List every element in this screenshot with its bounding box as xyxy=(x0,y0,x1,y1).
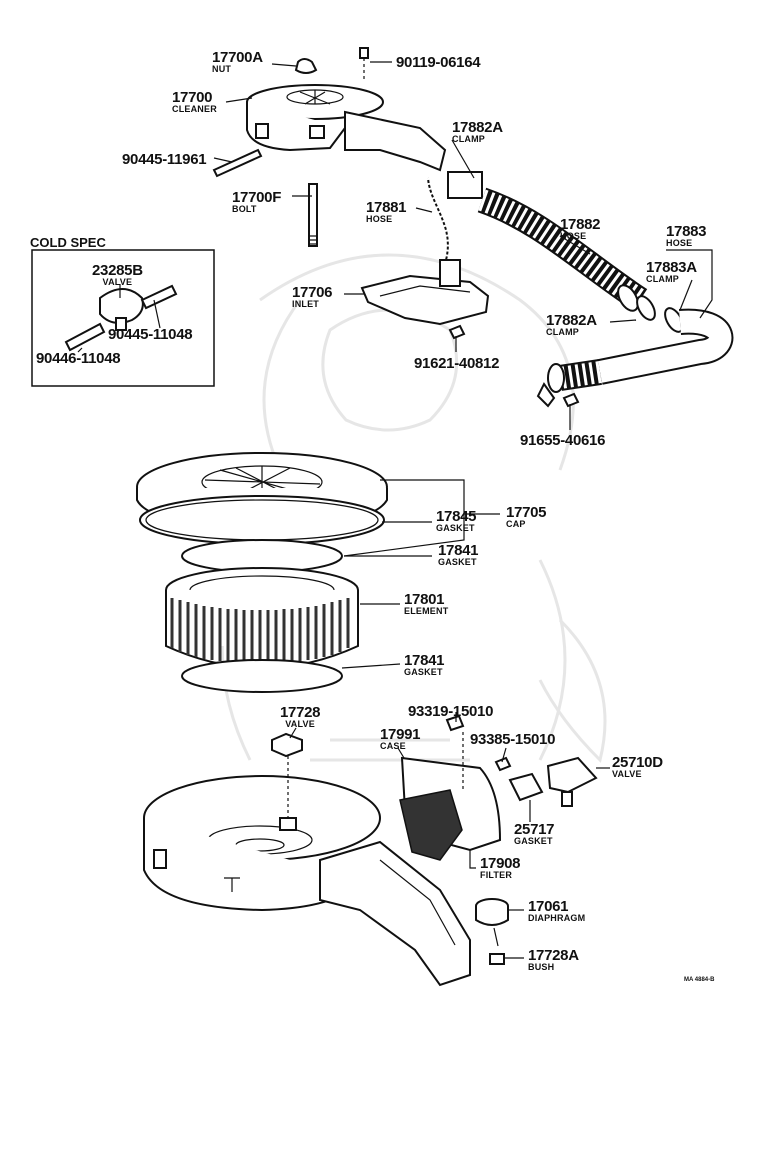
label-17883a: 17883A CLAMP xyxy=(646,260,697,284)
part-number: 17700A xyxy=(212,49,263,66)
label-17728: 17728 VALVE xyxy=(280,704,321,729)
label-90446-11048: 90446-11048 xyxy=(36,350,121,367)
label-90119-06164: 90119-06164 xyxy=(396,54,481,71)
part-name: CASE xyxy=(380,741,406,751)
part-number: 17841 xyxy=(438,542,479,559)
part-number: 17845 xyxy=(436,508,477,525)
part-name: VALVE xyxy=(612,769,642,779)
part-name: INLET xyxy=(292,299,319,309)
label-17700a: 17700A NUT xyxy=(212,50,263,74)
label-25717: 25717 GASKET xyxy=(514,821,555,846)
part-number: 17801 xyxy=(404,591,445,608)
label-17882a-top: 17882A CLAMP xyxy=(452,120,503,144)
part-number: 17700 xyxy=(172,89,213,106)
part-number: 90446-11048 xyxy=(36,350,121,367)
lower-housing xyxy=(143,714,598,987)
part-number: 93385-15010 xyxy=(470,731,556,748)
label-25710d: 25710D VALVE xyxy=(612,755,663,779)
cold-spec-box xyxy=(31,249,215,387)
part-number: 17882 xyxy=(560,216,601,233)
leader-lines xyxy=(77,61,713,959)
part-name: CLAMP xyxy=(452,134,485,144)
label-17061: 17061 DIAPHRAGM xyxy=(528,899,585,923)
label-17728a: 17728A BUSH xyxy=(528,948,579,972)
label-90445-11048: 90445-11048 xyxy=(108,326,193,343)
label-17883: 17883 HOSE xyxy=(666,223,707,248)
part-name: CAP xyxy=(506,519,526,529)
part-name: GASKET xyxy=(514,836,553,846)
label-17991: 17991 CASE xyxy=(380,726,421,751)
label-17700: 17700 CLEANER xyxy=(172,90,217,114)
part-name: CLAMP xyxy=(546,327,579,337)
label-17700f: 17700F BOLT xyxy=(232,190,281,214)
part-name: BUSH xyxy=(528,962,555,972)
part-name: GASKET xyxy=(438,557,477,567)
part-number: 17991 xyxy=(380,726,421,743)
part-number: 17706 xyxy=(292,284,333,301)
part-name: FILTER xyxy=(480,870,513,880)
part-number: 17841 xyxy=(404,652,445,669)
label-17882a-low: 17882A CLAMP xyxy=(546,313,597,337)
part-number: 25710D xyxy=(612,754,663,771)
part-name: ELEMENT xyxy=(404,606,449,616)
part-number: 90445-11961 xyxy=(122,151,207,168)
label-93319-15010: 93319-15010 xyxy=(408,704,493,719)
label-17841-low: 17841 GASKET xyxy=(404,652,445,677)
label-90445-11961: 90445-11961 xyxy=(122,151,207,168)
label-17841-top: 17841 GASKET xyxy=(438,542,479,567)
cold-spec-title: COLD SPEC xyxy=(30,235,106,250)
element-pleats xyxy=(170,598,350,663)
part-number: 17728 xyxy=(280,704,321,721)
part-number: 17883A xyxy=(646,259,697,276)
part-name: HOSE xyxy=(366,214,393,224)
part-number: 90119-06164 xyxy=(396,54,481,71)
part-name: VALVE xyxy=(102,277,133,287)
part-number: 17908 xyxy=(480,855,521,872)
part-name: HOSE xyxy=(666,238,693,248)
label-17706: 17706 INLET xyxy=(292,284,333,309)
label-93385-15010: 93385-15010 xyxy=(470,732,555,747)
part-name: GASKET xyxy=(404,667,443,677)
part-number: 17882A xyxy=(546,312,597,329)
part-name: BOLT xyxy=(232,204,257,214)
label-23285b: 23285B VALVE xyxy=(92,263,143,287)
part-name: CLAMP xyxy=(646,274,679,284)
part-number: 23285B xyxy=(92,262,143,279)
part-name: CLEANER xyxy=(172,104,217,114)
part-name: NUT xyxy=(212,64,232,74)
part-number: 91621-40812 xyxy=(414,355,500,372)
top-cleaner-assembly xyxy=(212,47,734,408)
label-91655-40616: 91655-40616 xyxy=(520,433,605,448)
part-number: 17883 xyxy=(666,223,707,240)
label-17845: 17845 GASKET xyxy=(436,508,477,533)
part-number: 25717 xyxy=(514,821,555,838)
part-number: 17705 xyxy=(506,504,547,521)
label-17881: 17881 HOSE xyxy=(366,199,407,224)
label-17908: 17908 FILTER xyxy=(480,855,521,880)
part-number: 17700F xyxy=(232,189,282,206)
part-name: DIAPHRAGM xyxy=(528,913,586,923)
label-17801: 17801 ELEMENT xyxy=(404,592,448,616)
part-number: 93319-15010 xyxy=(408,703,494,720)
part-number: 90445-11048 xyxy=(108,326,193,343)
footer-code: MA 4884-B xyxy=(684,977,715,983)
part-number: 17728A xyxy=(528,947,579,964)
part-name: HOSE xyxy=(560,231,587,241)
cap-assembly xyxy=(136,452,388,693)
label-91621-40812: 91621-40812 xyxy=(414,356,499,371)
label-17705: 17705 CAP xyxy=(506,504,547,529)
part-number: 17061 xyxy=(528,898,569,915)
part-name: GASKET xyxy=(436,523,475,533)
part-number: 91655-40616 xyxy=(520,432,606,449)
label-17882: 17882 HOSE xyxy=(560,216,601,241)
part-name: VALVE xyxy=(285,719,315,729)
part-number: 17882A xyxy=(452,119,503,136)
part-number: 17881 xyxy=(366,199,407,216)
